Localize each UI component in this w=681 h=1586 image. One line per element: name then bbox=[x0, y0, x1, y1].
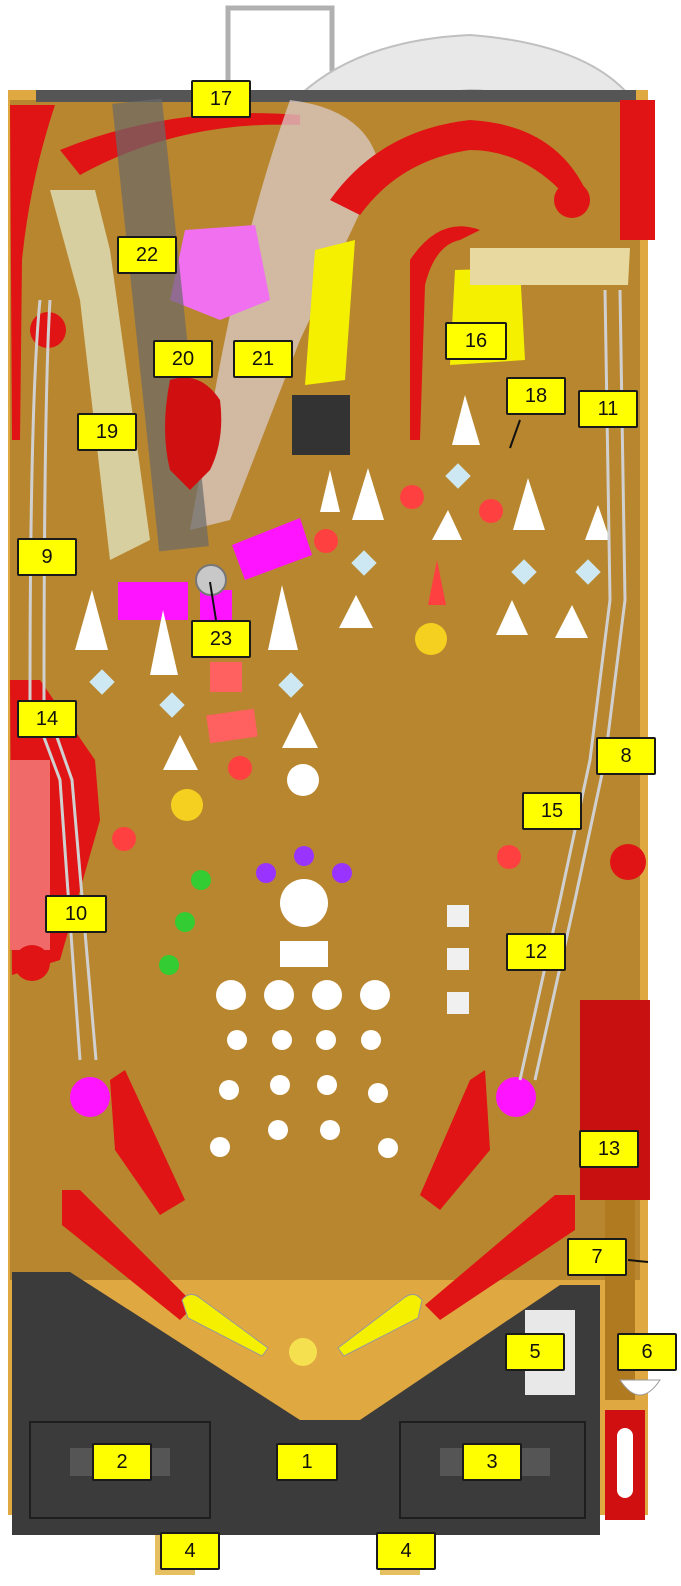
callout-4-right: 4 bbox=[376, 1532, 436, 1570]
callout-20: 20 bbox=[153, 340, 213, 378]
left-slingshot-post bbox=[70, 1077, 110, 1117]
callout-1: 1 bbox=[276, 1443, 338, 1481]
callout-6: 6 bbox=[617, 1333, 677, 1371]
callout-16: 16 bbox=[445, 322, 507, 360]
right-slingshot-post bbox=[496, 1077, 536, 1117]
callout-17: 17 bbox=[191, 80, 251, 118]
magenta-plastic-left bbox=[118, 582, 188, 620]
callout-14: 14 bbox=[17, 700, 77, 738]
tan-ramp-top-right bbox=[470, 248, 630, 285]
top-metal-bar bbox=[36, 90, 636, 102]
callout-18: 18 bbox=[506, 377, 566, 415]
callout-23: 23 bbox=[191, 620, 251, 658]
callout-7: 7 bbox=[567, 1238, 627, 1276]
rect-insert bbox=[280, 941, 328, 967]
plunger-slot bbox=[617, 1428, 633, 1498]
callout-11: 11 bbox=[578, 390, 638, 428]
callout-9: 9 bbox=[17, 538, 77, 576]
callout-12: 12 bbox=[506, 933, 566, 971]
callout-19: 19 bbox=[77, 413, 137, 451]
callout-4-left: 4 bbox=[160, 1532, 220, 1570]
callout-13: 13 bbox=[579, 1130, 639, 1168]
callout-5: 5 bbox=[505, 1333, 565, 1371]
square-inserts bbox=[447, 905, 469, 1014]
callout-2: 2 bbox=[92, 1443, 152, 1481]
red-rect-insert-1 bbox=[210, 662, 242, 692]
shooter-lane-panel bbox=[580, 1000, 650, 1200]
right-red-plastic-top bbox=[620, 100, 655, 240]
callout-15: 15 bbox=[522, 792, 582, 830]
drop-target-box bbox=[292, 395, 350, 455]
magenta-plastic-upper bbox=[170, 225, 270, 320]
callout-3: 3 bbox=[462, 1443, 522, 1481]
center-post bbox=[289, 1338, 317, 1366]
callout-10: 10 bbox=[45, 895, 107, 933]
callout-22: 22 bbox=[117, 236, 177, 274]
callout-8: 8 bbox=[596, 737, 656, 775]
left-pink-panel bbox=[10, 760, 50, 950]
callout-21: 21 bbox=[233, 340, 293, 378]
